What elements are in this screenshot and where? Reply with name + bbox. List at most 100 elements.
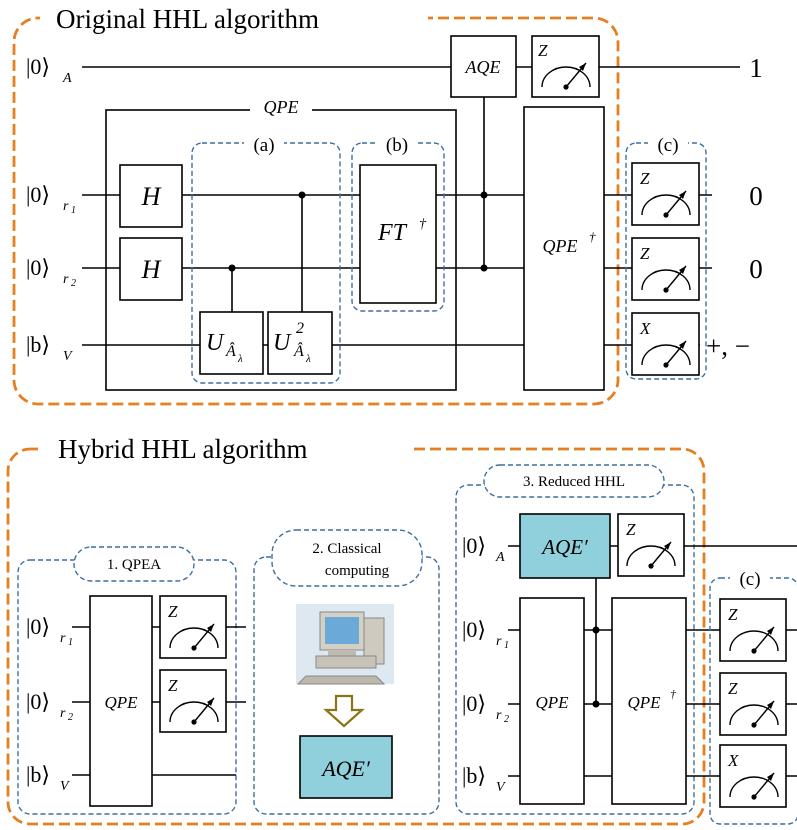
reduced-v-meter [719,744,787,808]
reduced-hhl-pill [483,464,665,498]
svg-text:U: U [273,330,292,356]
u-gate [199,311,264,375]
svg-text:|0⟩: |0⟩ [462,533,486,558]
aqe-control-r2 [480,264,488,272]
svg-text:†: † [419,217,427,232]
svg-text:QPE: QPE [104,693,138,712]
reduced-qubit-v: |b⟩ V [462,763,506,795]
reduced-hhl-label: 3. Reduced HHL [523,474,625,490]
original-hhl-panel: Original HHL algorithm |0⟩ A |0⟩ r 1 |0⟩… [12,2,763,406]
svg-text:Z: Z [626,520,636,539]
hybrid-hhl-panel: Hybrid HHL algorithm 1. QPEA |0⟩ r 1 |0⟩… [6,431,797,826]
svg-text:r: r [496,708,502,723]
output-ancilla: 1 [749,53,763,83]
svg-text:X: X [727,751,739,770]
svg-text:r: r [60,631,66,646]
svg-text:r: r [63,272,69,287]
svg-text:2: 2 [71,278,76,289]
down-arrow-icon [323,694,365,728]
u-squared-gate [267,311,333,375]
svg-text:H: H [141,182,162,211]
region-c [625,142,707,380]
qubit-label-r2: |0⟩ r 2 [26,255,76,289]
hybrid-hhl-title: Hybrid HHL algorithm [58,434,307,464]
classical-label-1: 2. Classical [312,541,381,557]
qubit-label-v: |b⟩ V [26,332,73,364]
qubit-label-r1: |0⟩ r 1 [26,182,76,216]
reduced-r1-meter [719,598,787,662]
svg-text:QPE: QPE [535,693,569,712]
svg-text:QPE: QPE [627,693,661,712]
svg-text:V: V [496,780,506,795]
qubit-label-a: |0⟩ A [26,54,72,86]
classical-pill [271,529,423,587]
svg-text:|0⟩: |0⟩ [26,689,50,714]
svg-text:λ: λ [305,353,311,365]
output-r1: 0 [749,181,763,211]
svg-text:FT: FT [377,220,408,246]
aqe-prime-control-r1 [592,626,600,634]
ft-dagger-gate [359,164,437,304]
aqe-control-r1 [480,191,488,199]
reduced-qubit-r2: |0⟩ r 2 [462,691,509,725]
svg-text:|0⟩: |0⟩ [26,614,50,639]
svg-text:r: r [60,706,66,721]
svg-text:QPE: QPE [543,236,578,256]
svg-text:|0⟩: |0⟩ [26,255,50,280]
svg-text:AQE′: AQE′ [540,535,588,559]
svg-text:Â: Â [293,341,304,360]
reduced-region-c-label: (c) [739,569,760,590]
svg-text:|b⟩: |b⟩ [26,332,50,357]
svg-text:AQE′: AQE′ [320,756,371,781]
reduced-qubit-r1: |0⟩ r 1 [462,617,509,651]
region-c-label: (c) [657,135,678,156]
svg-text:A: A [495,550,505,565]
reduced-qpe-gate [519,597,585,805]
svg-text:|b⟩: |b⟩ [26,762,50,787]
svg-text:Z: Z [168,676,178,695]
qpea-pill [73,546,195,582]
svg-text:2: 2 [296,320,304,337]
qpea-qubit-r2: |0⟩ r 2 [26,689,73,723]
svg-text:U: U [206,330,225,356]
h-gate-r1 [119,164,183,228]
svg-text:2: 2 [68,712,73,723]
svg-text:X: X [639,319,651,338]
qpea-qubit-r1: |0⟩ r 1 [26,614,73,648]
original-hhl-title: Original HHL algorithm [56,4,319,34]
region-b-label: (b) [386,135,408,156]
svg-text:Â: Â [225,341,236,360]
computer-icon [296,604,394,685]
svg-text:A: A [62,71,72,86]
h-gate-r2 [119,237,183,301]
qpe-dagger-gate [523,106,605,391]
svg-text:V: V [60,779,70,794]
reduced-aqe-prime-gate [519,513,611,579]
svg-text:|0⟩: |0⟩ [462,691,486,716]
qpea-qubit-v: |b⟩ V [26,762,70,794]
control-dot-r2 [228,264,236,272]
svg-text:1: 1 [71,205,76,216]
classical-label-2: computing [325,563,390,579]
aqe-prime-control-r2 [592,700,600,708]
qpea-qpe-gate [89,595,153,807]
svg-text:Z: Z [728,605,738,624]
region-a-label: (a) [253,135,274,156]
reduced-qubit-a: |0⟩ A [462,533,505,565]
svg-text:r: r [63,199,69,214]
svg-text:2: 2 [504,714,509,725]
qpea-label: 1. QPEA [107,557,161,573]
svg-text:λ: λ [237,353,243,365]
output-r2: 0 [749,254,763,284]
svg-text:Z: Z [168,602,178,621]
svg-text:Z: Z [640,169,650,188]
svg-text:1: 1 [504,640,509,651]
reduced-qpe-dagger-gate [611,597,687,805]
svg-text:Z: Z [538,41,548,60]
svg-text:H: H [141,255,162,284]
svg-text:|0⟩: |0⟩ [26,54,50,79]
svg-text:|0⟩: |0⟩ [462,617,486,642]
svg-text:†: † [589,229,596,244]
svg-text:|0⟩: |0⟩ [26,182,50,207]
